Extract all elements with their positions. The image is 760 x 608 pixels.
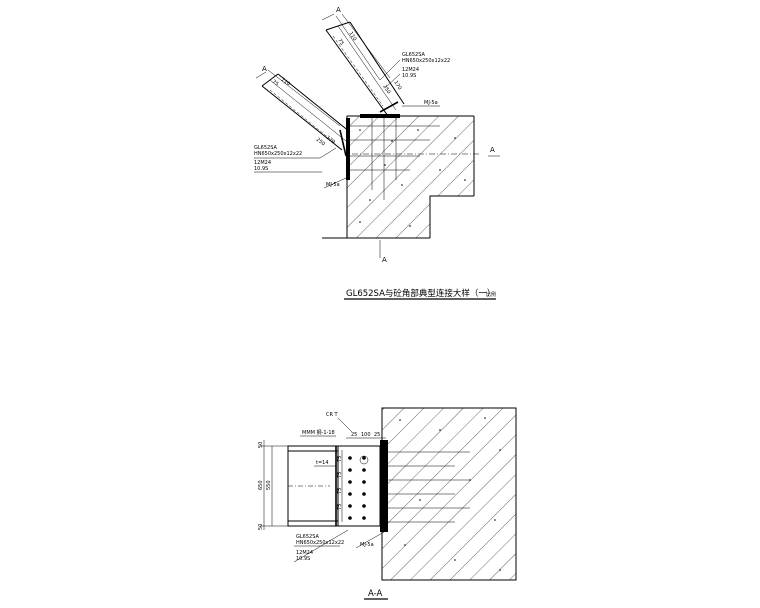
svg-text:MJ-5a: MJ-5a [326,182,340,188]
labels-left-beam: GL652SA HN650x250x12x22 12M24 10.9S MJ-5… [254,145,347,189]
section-dims-left: 650 550 50 50 [258,440,290,530]
svg-text:75: 75 [337,472,343,478]
section-mark-left: A [262,65,267,73]
svg-text:75: 75 [337,456,343,462]
detail-title: GL652SA与砼角部典型连接大样（一） [346,288,495,299]
beam-left [261,73,351,157]
svg-text:100: 100 [361,432,371,438]
dims-upper-beam: 75 110 250 170 A [321,6,402,95]
embed-plate-top [360,114,400,118]
upper-detail: A A 75 [254,6,514,300]
svg-text:10.9S: 10.9S [402,73,416,79]
svg-text:250: 250 [381,84,391,95]
svg-text:GL652SA: GL652SA [296,534,319,540]
svg-text:HN650x250x12x22: HN650x250x12x22 [296,540,344,546]
svg-text:170: 170 [392,80,402,91]
svg-text:12M24: 12M24 [402,67,419,73]
embed-plate [380,440,388,532]
anchor-bars [350,118,440,200]
dims-left-beam: 75 110 250 170 A [255,65,341,148]
svg-text:MJ-5a: MJ-5a [424,100,438,106]
svg-text:HN650x250x12x22: HN650x250x12x22 [402,58,450,64]
svg-text:250: 250 [315,137,326,148]
svg-text:75: 75 [271,79,280,88]
svg-text:650: 650 [258,480,264,490]
svg-text:HN650x250x12x22: HN650x250x12x22 [254,151,302,157]
section-anchors [388,451,470,523]
weld-note: CR T [326,412,339,418]
bolt-callout-circle [359,455,369,465]
svg-text:10.9S: 10.9S [296,556,310,562]
svg-text:GL652SA: GL652SA [254,145,277,151]
labels-upper-beam: GL652SA HN650x250x12x22 12M24 10.9S MJ-5… [379,52,450,107]
section-aa: 650 550 50 50 75 75 75 75 25 100 25 CR T… [258,407,517,600]
section-mark-right: A [490,146,495,154]
svg-text:50: 50 [258,442,264,448]
section-title: A-A [368,589,383,599]
top-note: MMM 钢-1-18 [302,429,335,436]
svg-text:110: 110 [280,77,291,88]
section-mark-top: A [336,6,341,14]
section-dims-top: 25 100 25 [346,432,386,439]
detail-title-scale: 比例 [486,291,496,298]
svg-text:550: 550 [266,480,272,490]
svg-text:75: 75 [336,38,344,47]
svg-text:25: 25 [374,432,380,438]
svg-text:MJ-5a: MJ-5a [360,542,374,548]
svg-text:12M24: 12M24 [296,550,313,556]
svg-text:25: 25 [351,432,357,438]
connection-plate [337,445,381,527]
svg-text:10.9S: 10.9S [254,166,268,172]
concrete-aggregate [359,129,466,227]
section-dims-bolts: 75 75 75 75 [337,450,343,522]
plate-note: t=14 [316,460,329,466]
beam-upper [325,21,405,117]
embed-plate-left [346,118,350,180]
bolt-grid [348,456,366,520]
svg-text:50: 50 [258,524,264,530]
svg-text:GL652SA: GL652SA [402,52,425,58]
svg-text:75: 75 [337,504,343,510]
svg-text:75: 75 [337,488,343,494]
svg-text:170: 170 [325,135,336,146]
svg-text:12M24: 12M24 [254,160,271,166]
svg-text:110: 110 [347,31,357,42]
beam-section [287,445,339,527]
section-mark-bottom: A [382,256,387,264]
